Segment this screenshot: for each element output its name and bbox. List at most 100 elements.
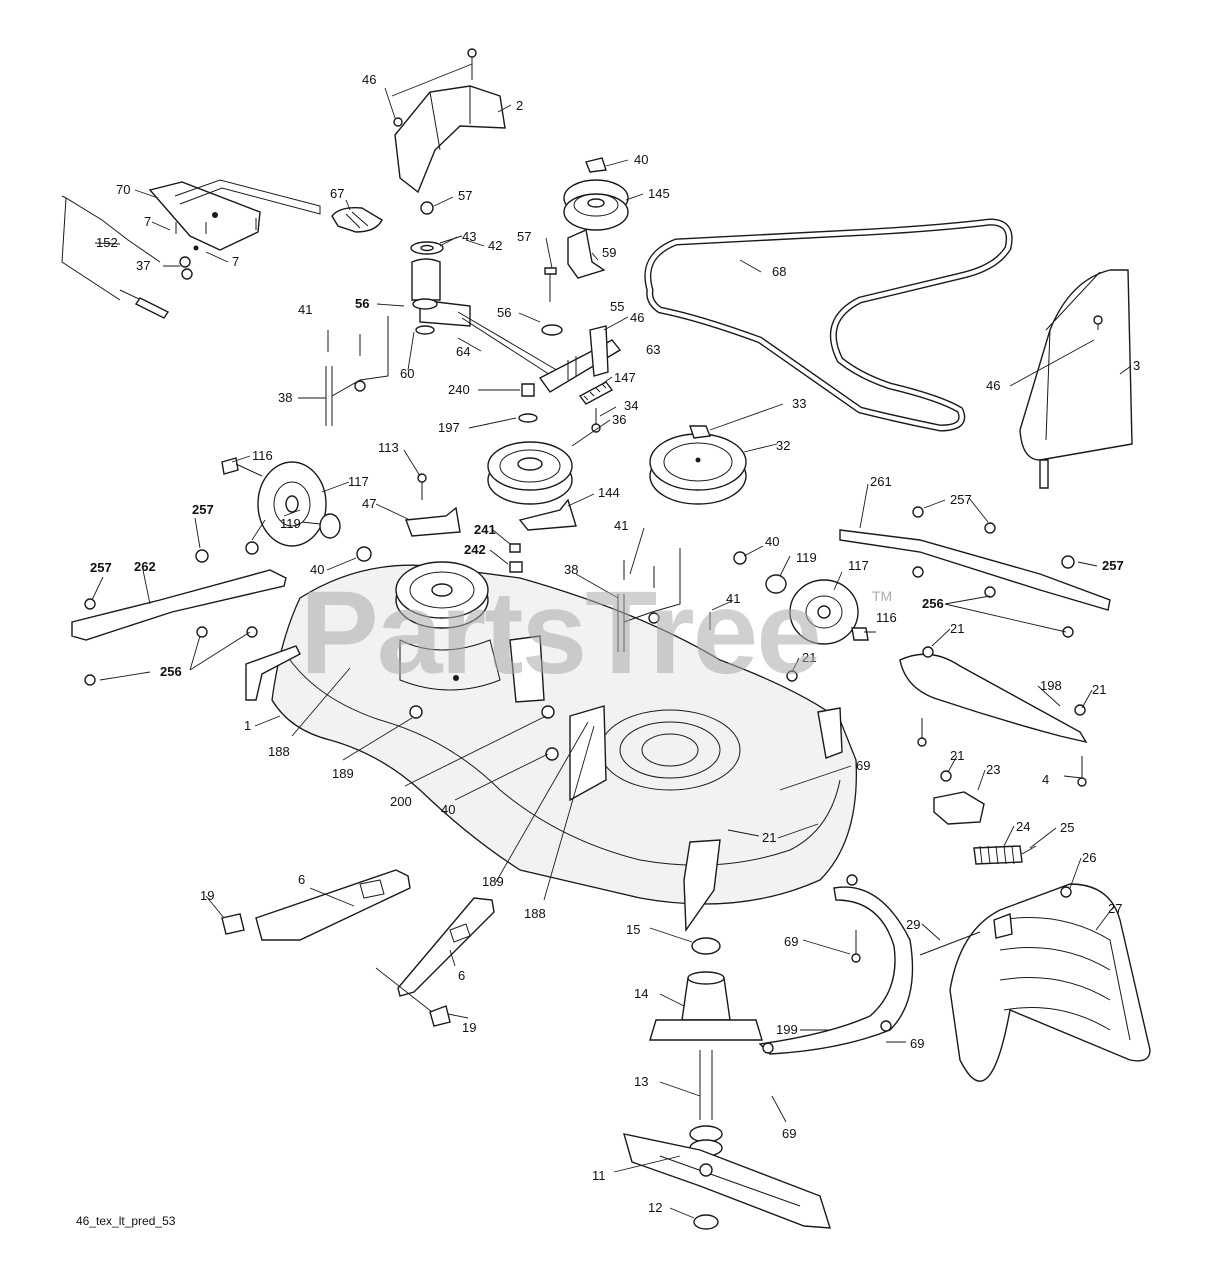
callout-41: 41 bbox=[614, 518, 628, 533]
callout-240: 240 bbox=[448, 382, 470, 397]
spring-24 bbox=[973, 845, 1037, 865]
callout-15: 15 bbox=[626, 922, 640, 937]
callout-69: 69 bbox=[910, 1036, 924, 1051]
callout-256: 256 bbox=[160, 664, 182, 679]
rail-262 bbox=[71, 541, 287, 686]
mower-deck bbox=[245, 561, 858, 933]
callout-261: 261 bbox=[870, 474, 892, 489]
lift-lever-assembly bbox=[61, 179, 321, 319]
idler-arm-63 bbox=[538, 325, 622, 433]
watermark: PartsTree bbox=[300, 567, 822, 699]
callout-198: 198 bbox=[1040, 678, 1062, 693]
callout-55: 55 bbox=[610, 299, 624, 314]
callout-69: 69 bbox=[856, 758, 870, 773]
baffle-198 bbox=[899, 646, 1088, 787]
callout-117: 117 bbox=[848, 558, 869, 573]
callout-23: 23 bbox=[986, 762, 1000, 777]
callout-47: 47 bbox=[362, 496, 376, 511]
callout-60: 60 bbox=[400, 366, 414, 381]
callout-21: 21 bbox=[802, 650, 816, 665]
callout-144: 144 bbox=[598, 485, 620, 500]
callout-145: 145 bbox=[648, 186, 670, 201]
callout-57: 57 bbox=[458, 188, 472, 203]
wheel-bracket-6-upper bbox=[221, 869, 411, 941]
callout-6: 6 bbox=[298, 872, 305, 887]
callout-2: 2 bbox=[516, 98, 523, 113]
leader-lines bbox=[91, 63, 1132, 1219]
bracket-23 bbox=[933, 770, 985, 825]
callout-21: 21 bbox=[950, 748, 964, 763]
callout-21: 21 bbox=[1092, 682, 1106, 697]
callout-152: 152 bbox=[96, 235, 118, 250]
callout-256: 256 bbox=[922, 596, 944, 611]
callout-40: 40 bbox=[441, 802, 455, 817]
callout-41: 41 bbox=[726, 591, 740, 606]
callout-69: 69 bbox=[782, 1126, 796, 1141]
callout-14: 14 bbox=[634, 986, 648, 1001]
callout-33: 33 bbox=[792, 396, 806, 411]
spacer-240 bbox=[518, 383, 538, 423]
callout-24: 24 bbox=[1016, 819, 1030, 834]
spindle-assembly bbox=[649, 937, 763, 1157]
callout-188: 188 bbox=[524, 906, 546, 921]
callout-116: 116 bbox=[876, 610, 897, 625]
bracket-144 bbox=[509, 498, 577, 573]
callout-40: 40 bbox=[310, 562, 324, 577]
pulley-36 bbox=[487, 441, 573, 505]
callout-56: 56 bbox=[497, 305, 511, 320]
callout-40: 40 bbox=[634, 152, 648, 167]
callout-21: 21 bbox=[762, 830, 776, 845]
callout-257: 257 bbox=[192, 502, 214, 517]
callout-38: 38 bbox=[564, 562, 578, 577]
bracket-47 bbox=[405, 473, 461, 537]
callout-188: 188 bbox=[268, 744, 290, 759]
callout-29: 29 bbox=[906, 917, 920, 932]
callout-257: 257 bbox=[1102, 558, 1124, 573]
callout-113: 113 bbox=[378, 440, 399, 455]
callout-70: 70 bbox=[116, 182, 130, 197]
rail-261 bbox=[839, 506, 1111, 638]
callout-116: 116 bbox=[252, 448, 273, 463]
callout-57: 57 bbox=[517, 229, 531, 244]
lever-handle-grip bbox=[331, 206, 383, 233]
callout-69: 69 bbox=[784, 934, 798, 949]
callout-21: 21 bbox=[950, 621, 964, 636]
callout-11: 11 bbox=[592, 1168, 606, 1183]
drive-belt-68 bbox=[644, 218, 1013, 432]
callout-37: 37 bbox=[136, 258, 150, 273]
callout-119: 119 bbox=[796, 550, 817, 565]
callout-41: 41 bbox=[298, 302, 312, 317]
callout-257: 257 bbox=[90, 560, 112, 575]
callout-1: 1 bbox=[244, 718, 251, 733]
baffle-199 bbox=[758, 874, 914, 1055]
callout-34: 34 bbox=[624, 398, 638, 413]
callout-68: 68 bbox=[772, 264, 786, 279]
callout-56: 56 bbox=[355, 296, 369, 311]
callout-59: 59 bbox=[602, 245, 616, 260]
gauge-wheel-left bbox=[221, 457, 372, 562]
callout-200: 200 bbox=[390, 794, 412, 809]
callout-27: 27 bbox=[1108, 901, 1122, 916]
callout-42: 42 bbox=[488, 238, 502, 253]
wheel-bracket-6-lower bbox=[397, 897, 495, 1027]
callout-4: 4 bbox=[1042, 772, 1049, 787]
callout-7: 7 bbox=[144, 214, 151, 229]
callout-13: 13 bbox=[634, 1074, 648, 1089]
callout-46: 46 bbox=[630, 310, 644, 325]
belt-cover-right bbox=[1019, 269, 1133, 489]
lift-arm-38-right bbox=[617, 548, 711, 652]
callout-117: 117 bbox=[348, 474, 369, 489]
callout-46: 46 bbox=[986, 378, 1000, 393]
belt-cover-upper bbox=[393, 48, 506, 194]
watermark-trademark: TM bbox=[872, 588, 893, 604]
callout-12: 12 bbox=[648, 1200, 662, 1215]
idler-arm-assembly bbox=[410, 201, 561, 381]
callout-46: 46 bbox=[362, 72, 376, 87]
discharge-chute-27 bbox=[949, 883, 1151, 1082]
callout-63: 63 bbox=[646, 342, 660, 357]
callout-119: 119 bbox=[280, 516, 301, 531]
callout-7: 7 bbox=[232, 254, 239, 269]
callout-262: 262 bbox=[134, 559, 156, 574]
callout-19: 19 bbox=[462, 1020, 476, 1035]
